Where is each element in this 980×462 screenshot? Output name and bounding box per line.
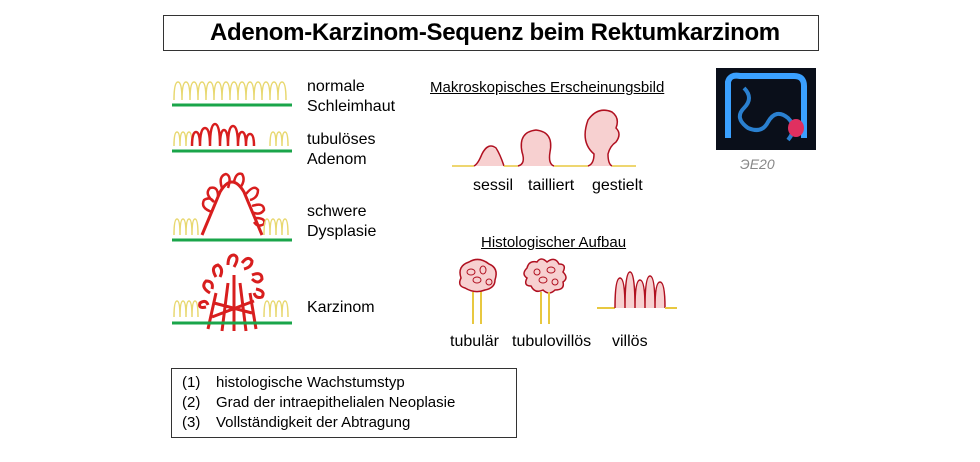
stage-label-normal: normale Schleimhaut bbox=[307, 78, 396, 115]
colon-image bbox=[716, 68, 816, 150]
normal-mucosa-illustration bbox=[172, 81, 292, 107]
stage-label-carcinoma: Karzinom bbox=[307, 299, 375, 316]
histologic-types-illustration bbox=[458, 258, 677, 324]
macro-label-sessil: sessil bbox=[473, 177, 514, 194]
legend-item: (2)Grad der intraepithelialen Neoplasie bbox=[182, 394, 456, 411]
legend-item: (3)Vollständigkeit der Abtragung bbox=[182, 414, 411, 431]
macro-label-tailliert: tailliert bbox=[528, 177, 575, 194]
legend-box: (1)histologische Wachstumstyp (2)Grad de… bbox=[171, 368, 517, 438]
macroscopic-heading: Makroskopisches Erscheinungsbild bbox=[430, 79, 665, 96]
histo-label-tubulovillous: tubulovillös bbox=[512, 333, 592, 350]
histo-label-tubular: tubulär bbox=[450, 333, 499, 350]
macroscopic-polyps-illustration bbox=[452, 109, 636, 167]
diagram-title: Adenom-Karzinom-Sequenz beim Rektumkarzi… bbox=[210, 19, 780, 46]
carcinoma-illustration bbox=[172, 253, 292, 332]
histo-label-villous: villös bbox=[612, 333, 648, 350]
signature: ЭЕ20 bbox=[740, 156, 775, 172]
severe-dysplasia-illustration bbox=[172, 172, 292, 242]
tubular-adenoma-illustration bbox=[172, 122, 292, 153]
legend-item: (1)histologische Wachstumstyp bbox=[182, 374, 405, 391]
colon-illustration bbox=[725, 72, 807, 142]
histologic-heading: Histologischer Aufbau bbox=[481, 234, 627, 251]
stage-label-adenoma: tubulöses Adenom bbox=[307, 131, 376, 168]
stage-label-dysplasia: schwere Dysplasie bbox=[307, 203, 377, 240]
title-box: Adenom-Karzinom-Sequenz beim Rektumkarzi… bbox=[163, 15, 819, 51]
macro-label-gestielt: gestielt bbox=[592, 177, 643, 194]
